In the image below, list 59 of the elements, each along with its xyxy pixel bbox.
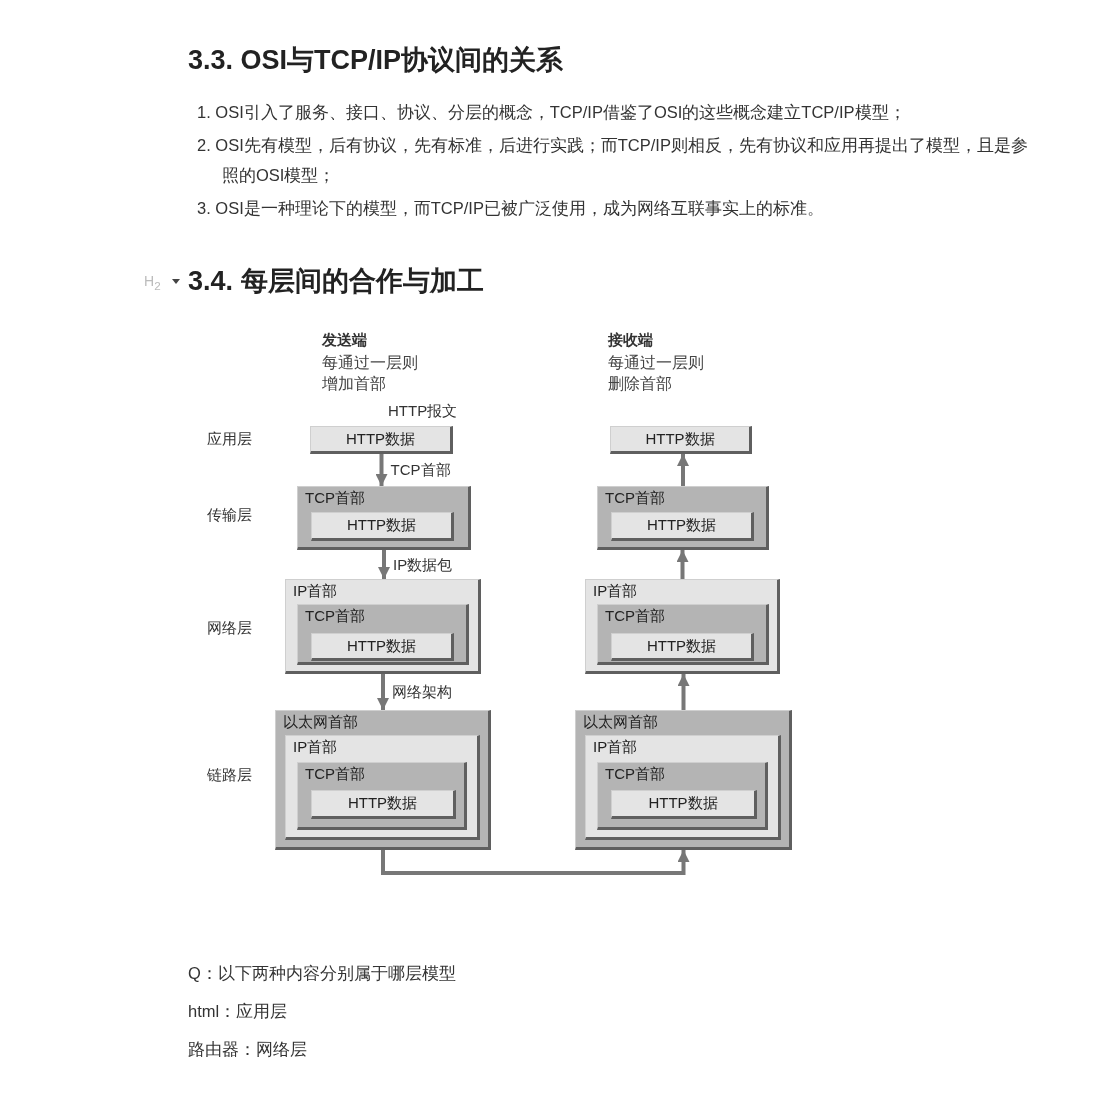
arrow — [677, 454, 689, 486]
header-label: IP首部 — [293, 582, 338, 600]
answer-text: html：应用层 — [188, 1001, 288, 1022]
column-heading: 接收端 — [608, 330, 653, 350]
layer-label: 应用层 — [207, 429, 252, 449]
layer-label: 链路层 — [207, 765, 252, 785]
packet-box — [285, 735, 480, 840]
packet-box — [585, 735, 781, 840]
header-label: IP首部 — [293, 738, 338, 756]
arrow — [381, 850, 690, 875]
header-label: TCP首部 — [305, 489, 365, 507]
data-box: HTTP数据 — [611, 790, 757, 819]
arrow — [676, 550, 689, 579]
list-item: 3. OSI是一种理论下的模型，而TCP/IP已被广泛使用，成为网络互联事实上的标准。 — [197, 198, 825, 219]
header-label: IP首部 — [593, 582, 638, 600]
section-heading: 3.3. OSI与TCP/IP协议间的关系 — [188, 44, 564, 77]
arrow — [377, 674, 389, 710]
data-box: HTTP数据 — [611, 633, 754, 661]
packet-box — [597, 762, 768, 830]
header-label: TCP首部 — [305, 607, 365, 625]
column-heading: 发送端 — [322, 330, 367, 350]
layer-label: 网络层 — [207, 618, 252, 638]
packet-box — [575, 710, 792, 850]
section-heading: 3.4. 每层间的合作与加工 — [188, 265, 484, 298]
column-note: 每通过一层则删除首部 — [608, 352, 705, 394]
packet-box — [585, 579, 780, 674]
header-label: TCP首部 — [605, 607, 665, 625]
data-box: HTTP数据 — [610, 426, 752, 454]
list-item: 1. OSI引入了服务、接口、协议、分层的概念，TCP/IP借鉴了OSI的这些概念建立TCP/IP模型； — [197, 102, 907, 123]
data-box: HTTP数据 — [310, 426, 453, 454]
arrow — [375, 454, 388, 486]
edge-label: 网络架构 — [392, 682, 452, 702]
packet-box — [297, 486, 471, 550]
list-item: 2. OSI先有模型，后有协议，先有标准，后进行实践；而TCP/IP则相反，先有协议和应用再提出了模型，且是参照的OSI模型； — [197, 135, 1029, 186]
edge-label: TCP首部 — [390, 460, 451, 480]
heading-level-label: H$_{2}$ — [144, 271, 161, 294]
data-box: HTTP数据 — [611, 512, 754, 541]
packet-box — [597, 604, 769, 665]
data-box: HTTP数据 — [311, 633, 454, 661]
packet-box — [297, 604, 469, 665]
answer-text: 路由器：网络层 — [188, 1039, 307, 1060]
packet-box — [597, 486, 769, 550]
arrow — [378, 550, 390, 579]
layer-label: 传输层 — [207, 505, 252, 525]
header-label: TCP首部 — [605, 765, 665, 783]
header-label: 以太网首部 — [583, 713, 658, 731]
question-text: Q：以下两种内容分别属于哪层模型 — [188, 963, 456, 984]
packet-box — [275, 710, 491, 850]
data-box: HTTP数据 — [311, 790, 456, 819]
header-label: IP首部 — [593, 738, 638, 756]
data-box: HTTP数据 — [311, 512, 454, 541]
packet-box — [285, 579, 481, 674]
arrow — [677, 674, 690, 710]
column-note: 每通过一层则增加首部 — [322, 352, 419, 394]
caption-label: HTTP报文 — [388, 401, 458, 421]
packet-box — [297, 762, 467, 830]
header-label: TCP首部 — [305, 765, 365, 783]
header-label: 以太网首部 — [283, 713, 358, 731]
header-label: TCP首部 — [605, 489, 665, 507]
